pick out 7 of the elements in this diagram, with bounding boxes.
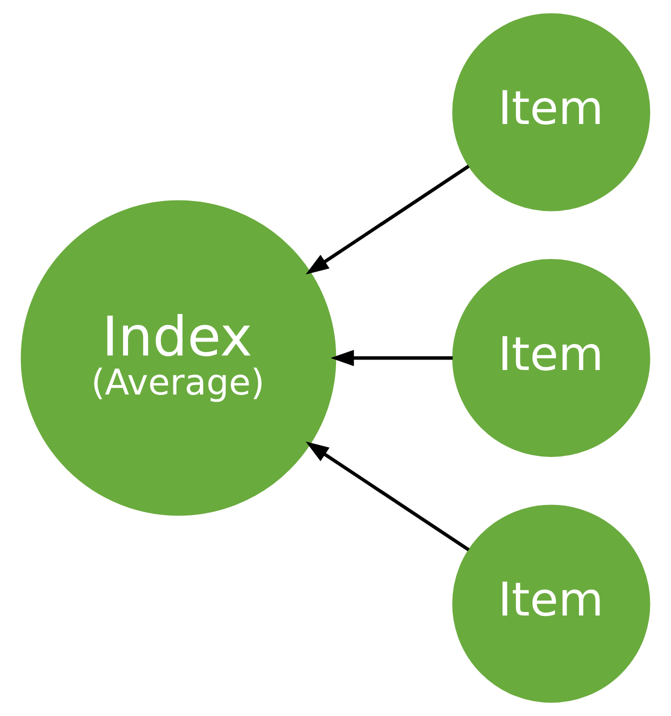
- node-circle: Item: [452, 13, 650, 212]
- arrow: [330, 350, 453, 366]
- node-circle: Index (Average): [20, 200, 336, 516]
- node-circle: Item: [452, 259, 650, 457]
- arrow: [306, 164, 470, 274]
- node-circle: Item: [452, 504, 650, 703]
- arrow: [306, 442, 470, 552]
